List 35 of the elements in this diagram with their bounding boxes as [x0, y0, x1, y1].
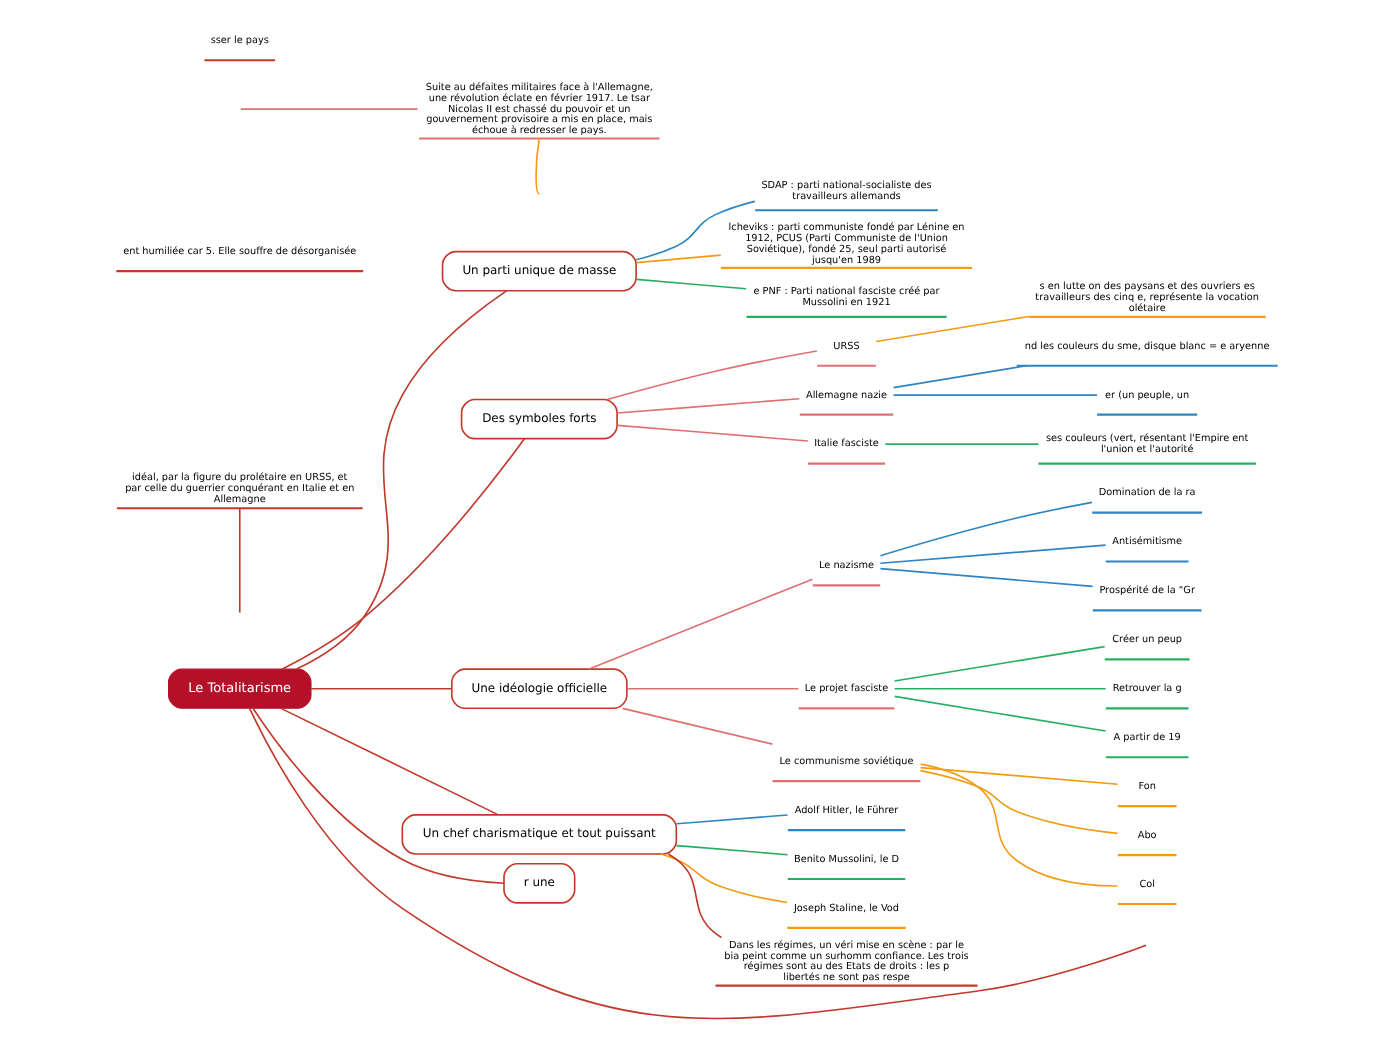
connector [893, 687, 1107, 690]
connector [893, 695, 1107, 732]
connector [281, 437, 526, 670]
connector [919, 766, 1119, 785]
connector [884, 443, 1040, 445]
connector [238, 507, 241, 614]
connector [879, 501, 1093, 557]
connector [893, 645, 1106, 682]
connector [635, 278, 747, 290]
connector [606, 350, 818, 401]
connector [626, 687, 800, 690]
connector [919, 763, 1119, 887]
connector [919, 769, 1119, 835]
connector [535, 137, 541, 195]
connector [660, 853, 788, 904]
connector [875, 315, 1030, 343]
connector [879, 567, 1094, 588]
connector [879, 544, 1107, 565]
connector [616, 397, 801, 414]
connector [635, 200, 756, 261]
connector [252, 707, 505, 885]
connector [675, 844, 789, 856]
connector [588, 578, 814, 670]
connector [248, 707, 1147, 1020]
connector [310, 687, 453, 690]
connector [892, 394, 1098, 396]
connector [616, 424, 809, 442]
connector [635, 254, 722, 264]
connector [240, 108, 419, 110]
connector [675, 814, 789, 825]
connector [295, 290, 508, 670]
connector [667, 853, 723, 939]
connector [892, 365, 1028, 389]
connector [280, 707, 499, 816]
connector [621, 707, 774, 745]
